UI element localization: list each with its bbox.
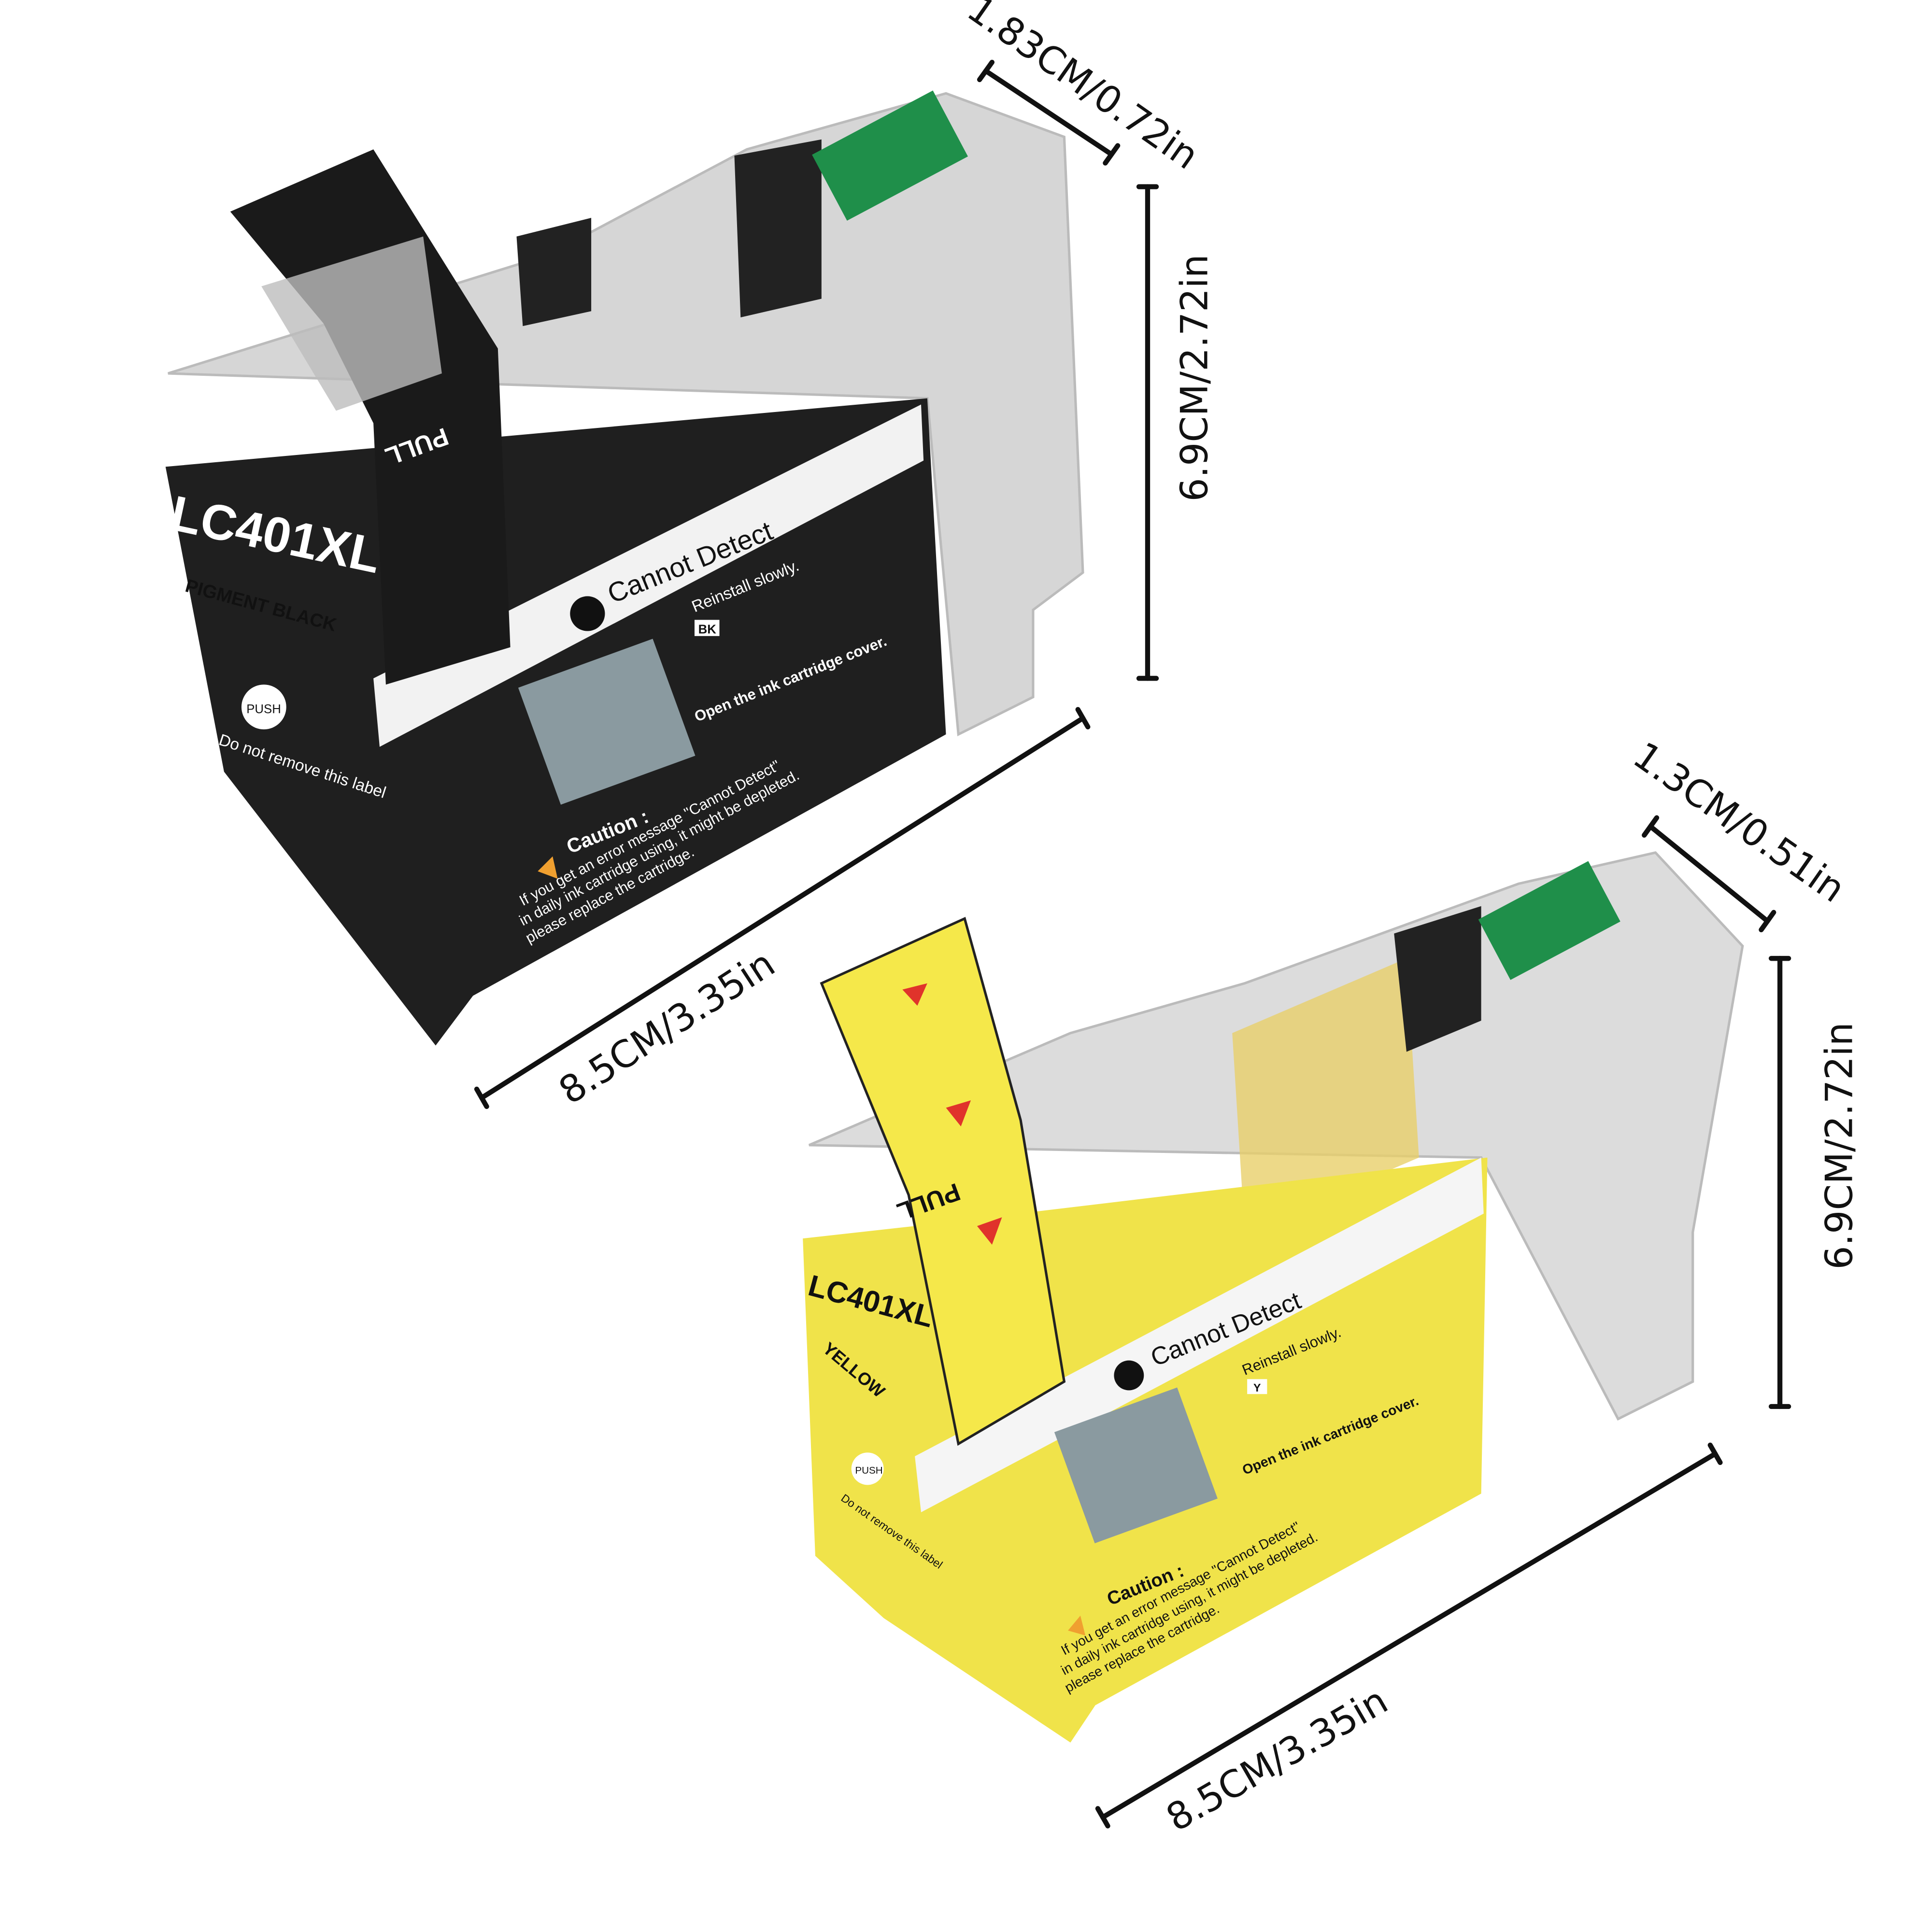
- yellow-cartridge-label-stripe: [915, 1157, 1484, 1513]
- yellow-pull-tab[interactable]: PULL: [820, 917, 1066, 1446]
- black-cartridge-chip: [812, 90, 968, 221]
- yellow-cartridge: LC401XL YELLOW PUSH Do not remove this l…: [803, 851, 1744, 1743]
- red-arrow-icon: [902, 983, 927, 1006]
- black-push-button[interactable]: [241, 684, 286, 730]
- yellow-push-button[interactable]: [851, 1452, 884, 1485]
- black-code-badge: [694, 620, 720, 636]
- red-arrow-icon: [977, 1217, 1002, 1245]
- yellow-code: Y: [1253, 1381, 1261, 1394]
- red-arrow-icon: [946, 1100, 971, 1127]
- dimension-black-height: 6.9CM/2.72in: [1136, 184, 1217, 681]
- yellow-length-label: 8.5CM/3.35in: [1159, 1679, 1395, 1840]
- yellow-height-label: 6.9CM/2.72in: [1818, 1022, 1861, 1269]
- yellow-ink-window: [1232, 958, 1419, 1233]
- black-pull-tab[interactable]: PULL: [230, 149, 511, 685]
- exclamation-icon: [1114, 1360, 1144, 1391]
- black-code: BK: [698, 623, 717, 637]
- yellow-cartridge-chip: [1478, 861, 1620, 980]
- black-cartridge: LC401XL PIGMENT BLACK PUSH Do not remove…: [165, 90, 1084, 1046]
- exclamation-icon: [570, 596, 605, 631]
- warning-icon: [1068, 1615, 1086, 1636]
- black-cartridge-clear-shell: [168, 92, 1084, 737]
- yellow-code-badge: [1247, 1379, 1267, 1394]
- printer-illustration: [518, 639, 696, 805]
- black-cartridge-clip-2: [516, 217, 592, 327]
- yellow-push-label: PUSH: [855, 1465, 882, 1476]
- yellow-cartridge-clip: [1394, 906, 1481, 1052]
- dimension-yellow-height: 6.9CM/2.72in: [1768, 956, 1861, 1409]
- black-height-label: 6.9CM/2.72in: [1173, 254, 1217, 501]
- black-length-label: 8.5CM/3.35in: [552, 942, 783, 1113]
- printer-illustration: [1054, 1387, 1218, 1544]
- black-cartridge-clip: [734, 139, 822, 318]
- black-cartridge-label-stripe: [373, 404, 924, 747]
- black-push-label: PUSH: [246, 703, 281, 716]
